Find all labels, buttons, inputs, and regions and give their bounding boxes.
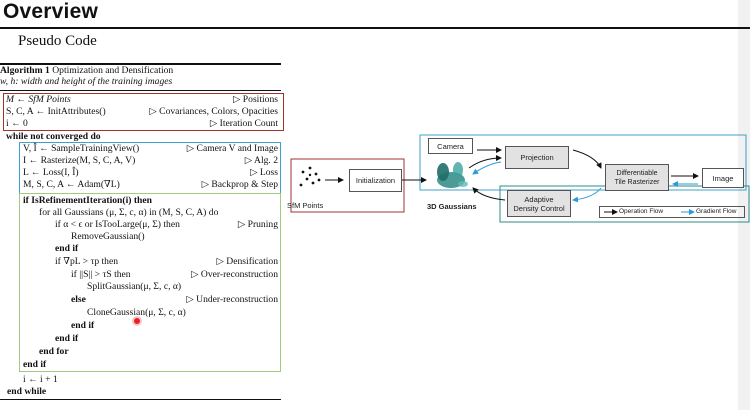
algorithm-bottom-rule [0,399,281,400]
alg-line-21: end for [39,346,69,357]
alg-comment-3: ▷ Iteration Count [209,118,278,129]
alg-comment-14: ▷ Densification [216,256,278,267]
alg-line-19: end if [71,320,95,331]
alg-line-15: if ||S|| > τS then [71,269,131,280]
rasterizer-label-line1: Differentiable [616,169,658,177]
algorithm-header: Algorithm 1 Optimization and Densificati… [0,65,174,76]
title-divider [0,27,750,29]
rasterizer-label-line2: Tile Rasterizer [614,178,660,186]
algorithm-subheader: w, h: width and height of the training i… [0,76,173,87]
adc-label-line2: Density Control [513,203,565,213]
densification-highlight-box [19,193,281,372]
legend-box [599,206,745,218]
camera-node: Camera [428,138,473,154]
alg-line-23: i ← i + 1 [23,374,58,385]
projection-pipeline-box [419,134,747,191]
alg-line-9: if IsRefinementIteration(i) then [23,195,152,206]
legend-gradient-label: Gradient Flow [696,208,737,215]
algorithm-mid-rule [0,90,281,91]
initialization-node: Initialization [349,169,402,192]
adc-node: Adaptive Density Control [507,190,571,217]
alg-line-2: S, C, A ← InitAttributes() [6,106,106,117]
slide-subtitle: Pseudo Code [18,33,97,49]
alg-line-11: if α < ϵ or IsTooLarge(μ, Σ) then [55,219,180,230]
gaussians-label: 3D Gaussians [427,202,477,211]
alg-line-22: end if [23,359,47,370]
alg-line-6: I ← Rasterize(M, S, C, A, V) [23,155,136,166]
alg-line-13: end if [55,243,79,254]
window-edge [738,0,750,410]
alg-line-14: if ∇pL > τp then [55,256,119,267]
alg-line-20: end if [55,333,79,344]
init-pipeline-box [290,158,405,213]
alg-comment-8: ▷ Backprop & Step [201,179,278,190]
rasterizer-node: Differentiable Tile Rasterizer [605,164,669,191]
alg-line-8: M, S, C, A ← Adam(∇L) [23,179,120,190]
alg-line-18: CloneGaussian(μ, Σ, c, α) [87,307,186,318]
alg-line-12: RemoveGaussian() [71,231,145,242]
alg-line-1: M ← SfM Points [6,94,71,105]
sfm-point-cloud [299,166,321,187]
slide-title: Overview [3,0,98,23]
alg-comment-17: ▷ Under-reconstruction [186,294,278,305]
alg-line-17: else [71,294,86,305]
alg-comment-1: ▷ Positions [233,94,278,105]
alg-line-5: V, Î ← SampleTrainingView() [23,143,140,154]
alg-comment-11: ▷ Pruning [237,219,278,230]
alg-comment-15: ▷ Over-reconstruction [191,269,278,280]
alg-line-16: SplitGaussian(μ, Σ, c, α) [87,281,182,292]
adc-label-line1: Adaptive [524,194,554,204]
alg-comment-5: ▷ Camera V and Image [186,143,278,154]
pointer-cursor [134,318,140,324]
alg-comment-7: ▷ Loss [250,167,278,178]
alg-comment-2: ▷ Covariances, Colors, Opacities [149,106,278,117]
alg-line-24: end while [7,386,47,397]
legend-operation-label: Operation Flow [619,208,664,215]
alg-comment-6: ▷ Alg. 2 [244,155,278,166]
alg-line-3: i ← 0 [6,118,28,129]
alg-line-7: L ← Loss(I, Î) [23,167,79,178]
image-node: Image [702,168,744,188]
projection-node: Projection [505,146,569,169]
init-highlight-box [3,93,284,131]
alg-line-4: while not converged do [6,131,101,142]
alg-line-10: for all Gaussians (μ, Σ, c, α) in (M, S,… [39,207,219,218]
algorithm-top-rule [0,63,281,65]
sfm-points-label: SfM Points [287,201,324,210]
gaussians-blob [437,162,468,188]
pipeline-diagram: Initialization SfM Points 3D Gaussians C… [283,128,750,238]
